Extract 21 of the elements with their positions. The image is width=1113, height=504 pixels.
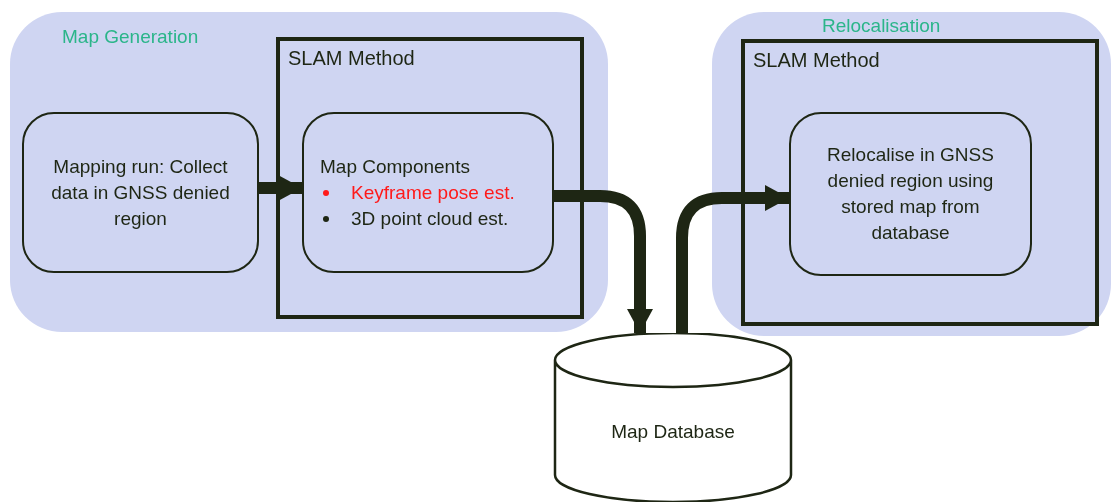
node-label: Relocalise in GNSS denied region using stored map from database — [826, 143, 995, 245]
box-heading: Map Components — [320, 154, 470, 179]
process-box — [789, 112, 1032, 276]
method-frame — [276, 37, 584, 319]
arrow — [676, 185, 789, 333]
method-frame — [741, 39, 1099, 326]
frame-title: SLAM Method — [753, 49, 880, 72]
arrow — [259, 175, 302, 201]
process-box — [22, 112, 259, 273]
database-cylinder — [553, 333, 793, 502]
group-title: Map Generation — [62, 26, 199, 48]
group-title: Relocalisation — [822, 15, 941, 37]
node-label: Map Database — [610, 421, 736, 443]
group-panel — [10, 12, 608, 332]
frame-title: SLAM Method — [288, 47, 415, 70]
process-box — [302, 112, 554, 273]
arrow — [554, 190, 653, 333]
group-panel — [712, 12, 1111, 336]
node-label: Mapping run: Collect data in GNSS denied region — [50, 154, 231, 231]
list-item: Keyframe pose est. — [351, 180, 515, 205]
list-item: 3D point cloud est. — [351, 206, 509, 231]
